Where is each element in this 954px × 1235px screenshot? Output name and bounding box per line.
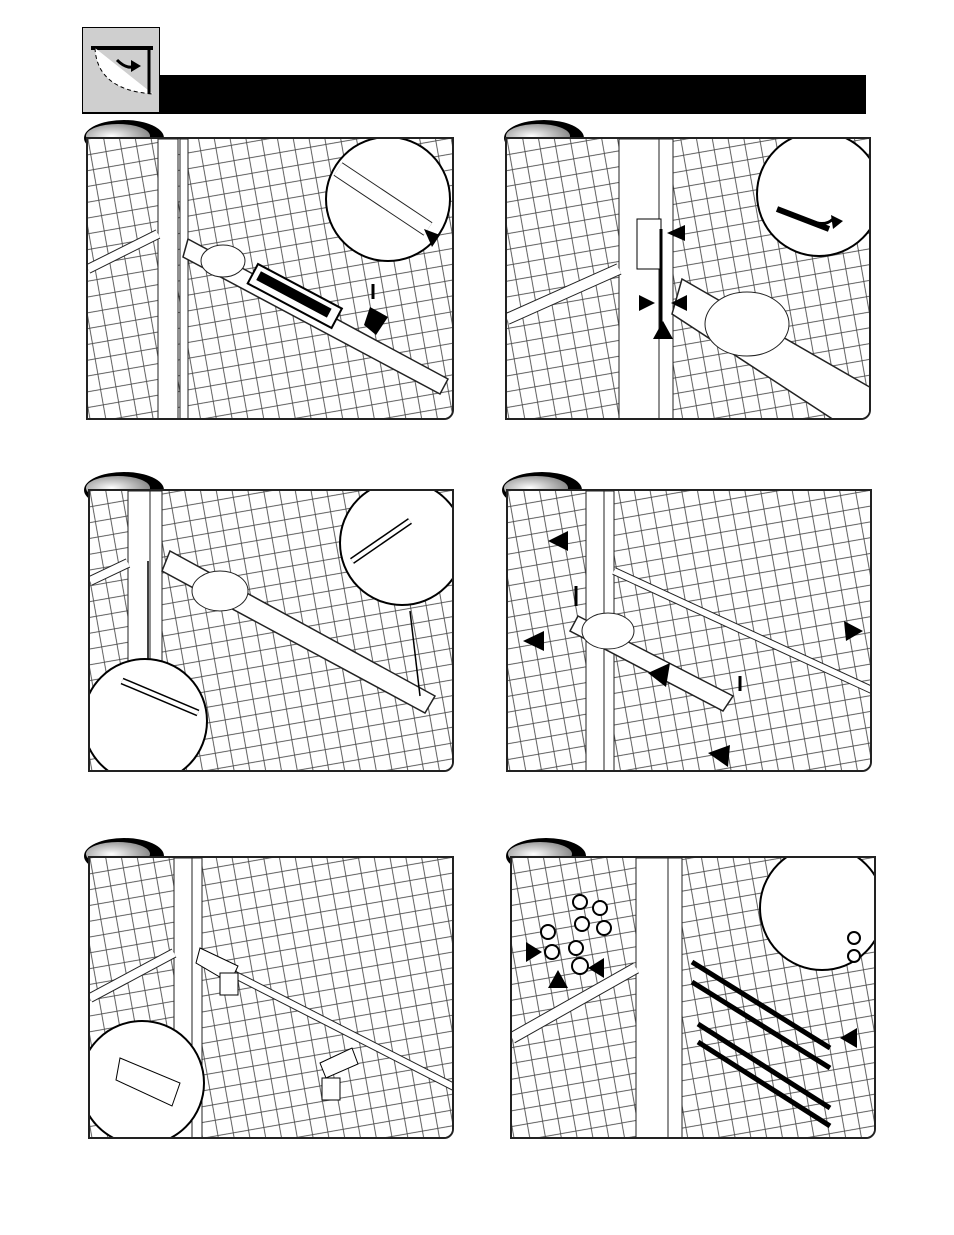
step-1-panel — [86, 137, 454, 420]
step-5-panel — [88, 856, 454, 1139]
step-6-panel — [510, 856, 876, 1139]
step-2-panel — [505, 137, 871, 420]
step-4-panel — [506, 489, 872, 772]
gate-swing-icon — [82, 27, 160, 113]
step-3-panel — [88, 489, 454, 772]
title-bar — [82, 75, 866, 114]
